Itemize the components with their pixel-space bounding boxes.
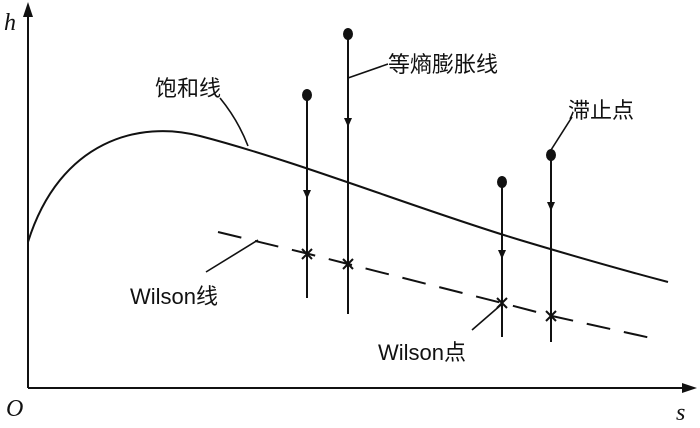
isentropic-line-label: 等熵膨胀线 — [388, 53, 498, 78]
isentropic-line-4 — [545, 149, 557, 342]
y-axis-label: h — [4, 10, 16, 36]
isentropic-line-1 — [301, 89, 313, 298]
wilson-line-leader — [205, 239, 259, 273]
stagnation-leader — [550, 116, 573, 151]
x-axis-arrow-icon — [682, 383, 697, 393]
origin-label: O — [6, 396, 23, 422]
wilson-point-leader — [471, 303, 503, 331]
stagnation-point-dot — [343, 28, 353, 40]
stagnation-point-label: 滞止点 — [568, 99, 634, 124]
y-axis-arrow-icon — [23, 2, 33, 17]
isentropic-leader — [347, 63, 389, 79]
wilson-line-label: Wilson线 — [130, 284, 218, 309]
stagnation-point-dot — [302, 89, 312, 101]
wilson-point-marker — [545, 310, 557, 322]
isentropic-line-2 — [342, 28, 354, 314]
stagnation-point-dot — [546, 149, 556, 161]
isentropic-line-3 — [496, 176, 508, 337]
wilson-point-marker — [342, 258, 354, 270]
wilson-point-label: Wilson点 — [378, 340, 466, 365]
saturation-line-label: 饱和线 — [155, 77, 221, 102]
wilson-curve — [217, 231, 661, 341]
x-axis-label: s — [676, 400, 685, 426]
stagnation-point-dot — [497, 176, 507, 188]
saturation-leader — [219, 97, 249, 147]
wilson-point-marker — [301, 248, 313, 260]
saturation-curve — [27, 130, 669, 283]
